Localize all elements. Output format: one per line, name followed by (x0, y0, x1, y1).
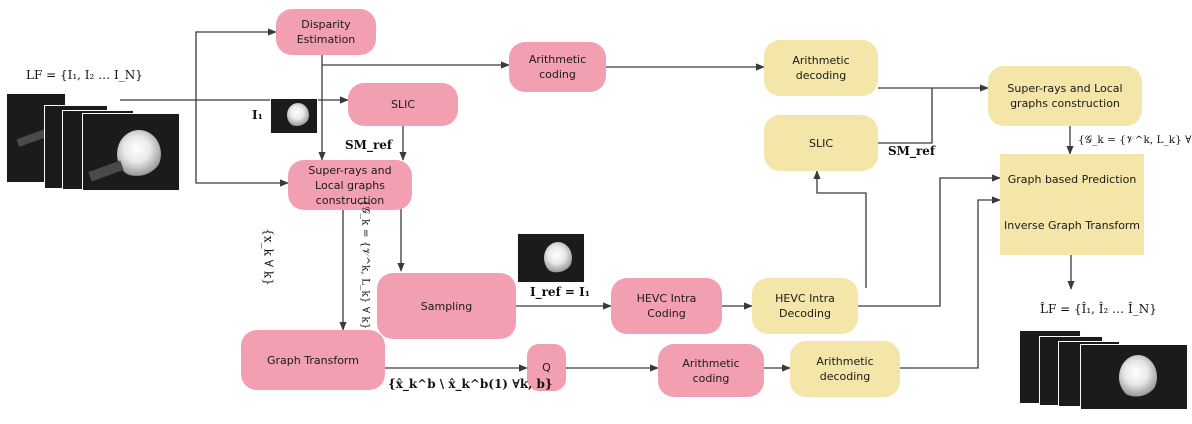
edge-hevcdecoding-to-slicright (813, 170, 867, 288)
edge-lf-to-disparity (195, 28, 277, 100)
edge-lf-to-superrays (195, 100, 289, 187)
arithmetic-coding-bottom-box: Arithmetic coding (658, 344, 764, 397)
sampling-box: Sampling (377, 273, 516, 339)
quantizer-box: Q (527, 344, 566, 391)
x-vertical-label: {x_k ∀ k} (261, 228, 276, 286)
inverse-graph-transform-label: Inverse Graph Transform (1004, 218, 1140, 232)
hevc-intra-coding-box: HEVC Intra Coding (611, 278, 722, 334)
graphs-decoder-label: {𝒢_k = {𝒱^k, L_k} ∀ k} (1078, 134, 1192, 146)
iref-thumbnail (517, 233, 585, 283)
slic-encoder-box: SLIC (348, 83, 458, 126)
edge-slicright-to-superrays-right (878, 88, 933, 144)
iref-label: I_ref = I₁ (530, 285, 591, 299)
coefficients-label: {x̂_k^b \ x̂_k^b(1) ∀k, b} (388, 377, 553, 391)
i1-label: I₁ (252, 108, 263, 122)
i1-thumbnail (270, 98, 318, 134)
arithmetic-decoding-bottom-box: Arithmetic decoding (790, 341, 900, 397)
superrays-decoder-box: Super-rays and Local graphs construction (988, 66, 1142, 126)
graphs-encoder-vertical-label: {𝒢_k = {𝒱^k, L_k} ∀ k} (359, 199, 372, 330)
sm-ref-decoder-label: SM_ref (888, 144, 936, 158)
lf-output-label: L̂F = {Î₁, Î₂ … Î_N} (1040, 302, 1157, 316)
hevc-intra-decoding-box: HEVC Intra Decoding (752, 278, 858, 334)
sm-ref-encoder-label: SM_ref (345, 138, 393, 152)
edge-hevcdecoding-to-prediction (858, 174, 1001, 307)
arithmetic-decoding-top-box: Arithmetic decoding (764, 40, 878, 96)
lf-input-label: LF = {I₁, I₂ … I_N} (26, 68, 143, 82)
superrays-encoder-box: Super-rays and Local graphs construction (288, 160, 412, 210)
disparity-estimation-box: Disparity Estimation (276, 9, 376, 55)
decoder-panel: Graph based Prediction Inverse Graph Tra… (1000, 154, 1144, 255)
graph-prediction-label: Graph based Prediction (1007, 172, 1137, 186)
arithmetic-coding-top-box: Arithmetic coding (509, 42, 606, 92)
edge-arithdecoding-to-inversegt (900, 196, 1001, 369)
slic-decoder-box: SLIC (764, 115, 878, 171)
graph-transform-box: Graph Transform (241, 330, 385, 390)
